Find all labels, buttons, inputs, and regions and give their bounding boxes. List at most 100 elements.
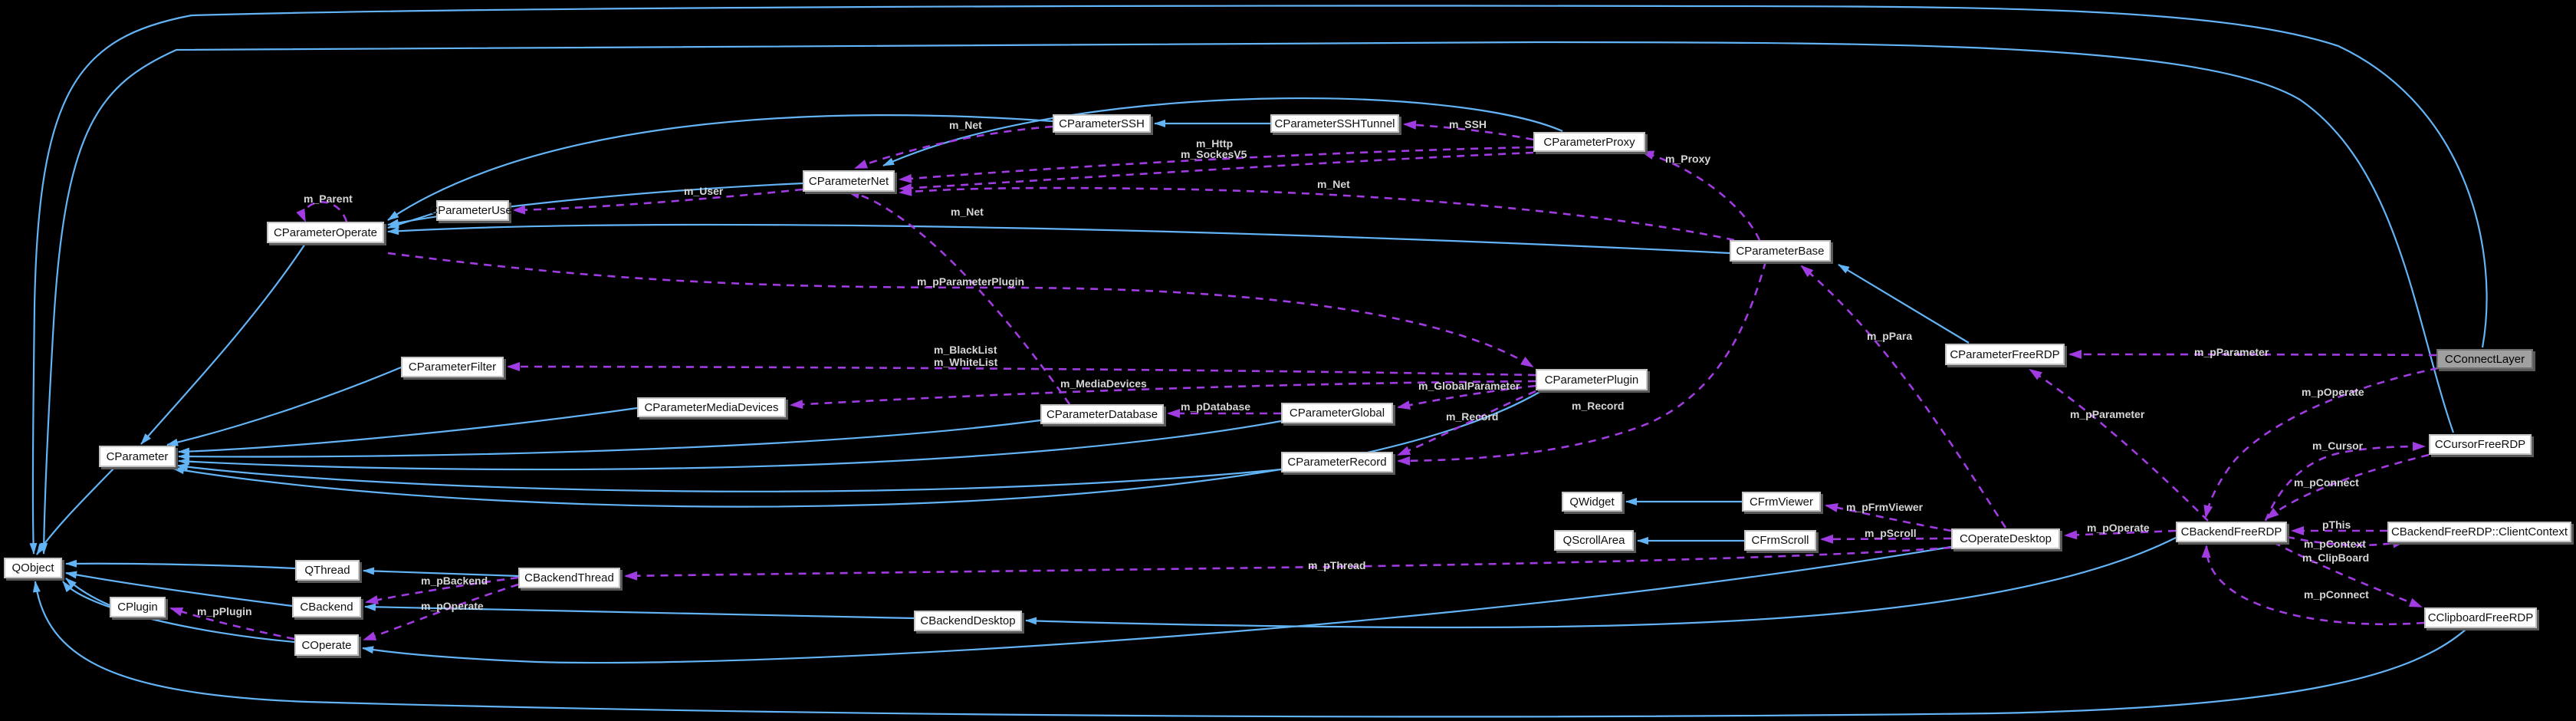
edge-inherit-cparameterfreerdp-to-cparameterbase	[1838, 264, 1970, 344]
edge-inherit-cparametermediadevices-to-cparameter	[178, 407, 638, 456]
edge-usage-coperatedesktop-to-cparameterbase	[1800, 265, 2007, 528]
edge-usage-cparameterplugin-to-cparameterrecord	[1397, 390, 1536, 456]
edge-inherit-cbackendthread-to-qthread	[363, 567, 519, 578]
node-cparametersshtunnel[interactable]: CParameterSSHTunnel	[1270, 114, 1399, 133]
edge-inherit-qthread-to-qobject	[65, 559, 296, 570]
edge-label-m_pparameter: m_pParameter	[2070, 408, 2145, 420]
edge-usage-cparameteroperate-to-cparameteroperate	[296, 201, 348, 222]
node-cparameterbase[interactable]: CParameterBase	[1730, 240, 1831, 262]
node-clientcontext[interactable]: CBackendFreeRDP::ClientContext	[2387, 522, 2571, 542]
edge-inherit-cparameternet-to-cparameteroperate	[387, 182, 803, 227]
node-coperatedesktop[interactable]: COperateDesktop	[1951, 528, 2060, 549]
node-cparameter[interactable]: CParameter	[99, 446, 176, 467]
edge-label-m_net: m_Net	[951, 206, 984, 218]
edge-usage-cparameterplugin-to-cparametermediadevices	[790, 380, 1536, 410]
edge-inherit-cparameterrecord-to-cparameter	[176, 463, 1282, 492]
node-cbackendthread[interactable]: CBackendThread	[518, 568, 620, 588]
node-cparameteruser[interactable]: CParameterUser	[429, 200, 516, 221]
edge-label-m_globalparameter: m_GlobalParameter	[1418, 380, 1520, 392]
edge-usage-cparameterplugin-to-cparameterfilter	[507, 362, 1536, 377]
node-cfrmviewer[interactable]: CFrmViewer	[1742, 492, 1821, 512]
edge-label-m_cursor: m_Cursor	[2312, 440, 2364, 452]
edge-inherit-coperatedesktop-to-coperate	[362, 545, 1952, 664]
edge-label-m_mediadevices: m_MediaDevices	[1060, 377, 1147, 390]
edge-inherit-cparameter-to-qobject	[36, 466, 116, 555]
edge-usage-cparameterdatabase-to-cparameternet	[846, 189, 1071, 405]
node-coperate[interactable]: COperate	[294, 634, 359, 656]
edge-label-m_poperate: m_pOperate	[2302, 386, 2364, 398]
node-cparameterglobal[interactable]: CParameterGlobal	[1281, 403, 1393, 423]
node-cparameteroperate[interactable]: CParameterOperate	[267, 222, 384, 243]
node-cplugin[interactable]: CPlugin	[110, 597, 166, 617]
node-cfrmscroll[interactable]: CFrmScroll	[1744, 530, 1816, 551]
edge-label-m_sockesv5: m_SockesV5	[1181, 148, 1247, 160]
edge-inherit-cparameterdatabase-to-cparameter	[178, 419, 1041, 461]
node-cparameterplugin[interactable]: CParameterPlugin	[1536, 369, 1648, 390]
edge-usage-cbackendthread-to-cbackend	[365, 576, 519, 604]
edge-label-m_proxy: m_Proxy	[1665, 153, 1710, 165]
edge-usage-cconnectlayer-to-cparameterfreerdp	[2068, 350, 2437, 360]
node-ccursorfreerdp[interactable]: CCursorFreeRDP	[2429, 434, 2532, 455]
edge-usage-cparameterproxy-to-cparameternet	[899, 146, 1534, 183]
edge-label-m_net: m_Net	[1317, 178, 1350, 190]
node-qwidget[interactable]: QWidget	[1562, 492, 1622, 512]
node-cparameterrecord[interactable]: CParameterRecord	[1281, 452, 1393, 472]
edge-usage-cbackendfreerdp-to-coperatedesktop	[2064, 529, 2177, 540]
edge-label-m_pscroll: m_pScroll	[1865, 527, 1917, 539]
edge-usage-cbackendfreerdp-to-clientcontext	[2286, 535, 2406, 548]
node-cbackenddesktop[interactable]: CBackendDesktop	[914, 611, 1022, 631]
edge-label-m_net: m_Net	[949, 119, 982, 131]
edge-label-m_record: m_Record	[1572, 400, 1624, 412]
edge-inherit-cbackend-to-qobject	[65, 571, 293, 607]
edge-inherit-cconnectlayer-to-qobject	[29, 5, 2488, 555]
edge-label-m_pdatabase: m_pDatabase	[1181, 400, 1250, 413]
edge-usage-cbackendfreerdp-to-ccursorfreerdp	[2264, 442, 2426, 522]
edge-inherit-cparameterfilter-to-cparameter	[166, 366, 402, 446]
edge-inherit-cclipboardfreerdp-to-qobject	[32, 581, 2468, 718]
edge-label-pthis: pThis	[2322, 519, 2351, 531]
edge-usage-cparameterproxy-to-cparametersshtunnel	[1403, 120, 1534, 141]
edge-label-m_record: m_Record	[1446, 410, 1498, 423]
node-cparameterfilter[interactable]: CParameterFilter	[401, 357, 504, 377]
edge-usage-cparameterplugin-to-cparameterglobal	[1397, 384, 1536, 410]
edge-label-m_ssh: m_SSH	[1449, 118, 1487, 130]
edge-inherit-cparameterglobal-to-cparameter	[178, 420, 1282, 471]
node-cbackend[interactable]: CBackend	[292, 597, 361, 617]
node-cparameterfreerdp[interactable]: CParameterFreeRDP	[1945, 344, 2065, 365]
edge-label-m_pparameterplugin: m_pParameterPlugin	[917, 275, 1024, 288]
edge-label-m_pplugin: m_pPlugin	[197, 605, 252, 617]
edge-usage-coperatedesktop-to-cfrmviewer	[1825, 503, 1952, 532]
node-cclipboardfreerdp[interactable]: CClipboardFreeRDP	[2424, 607, 2537, 628]
node-qscrollarea[interactable]: QScrollArea	[1554, 530, 1634, 551]
edge-label-m_pconnect: m_pConnect	[2294, 476, 2359, 489]
node-qobject[interactable]: QObject	[4, 558, 62, 578]
node-cparametermediadevices[interactable]: CParameterMediaDevices	[637, 397, 786, 417]
edge-inherit-coperate-to-qobject	[62, 581, 295, 644]
edge-label-m_parent: m_Parent	[304, 193, 353, 205]
edge-usage-cparameteroperate-to-cparameterplugin	[387, 252, 1534, 368]
edge-usage-cparameterbase-to-cparameterrecord	[1397, 261, 1767, 466]
node-cparameterssh[interactable]: CParameterSSH	[1053, 114, 1151, 133]
edge-label-m_whitelist: m_WhiteList	[934, 356, 998, 368]
node-cparameterproxy[interactable]: CParameterProxy	[1533, 132, 1645, 152]
edge-label-m_user: m_User	[684, 185, 724, 197]
edge-label-m_poperate: m_pOperate	[421, 600, 484, 612]
edge-label-m_blacklist: m_BlackList	[934, 344, 997, 356]
node-cbackendfreerdp[interactable]: CBackendFreeRDP	[2176, 522, 2287, 542]
edge-label-m_pthread: m_pThread	[1308, 559, 1365, 571]
edge-label-m_http: m_Http	[1196, 137, 1233, 150]
edge-label-m_ppara: m_pPara	[1867, 330, 1912, 342]
edge-label-m_pconnect: m_pConnect	[2304, 588, 2369, 601]
node-cconnectlayer[interactable]: CConnectLayer	[2436, 349, 2533, 369]
edge-inherit-cparameteroperate-to-cparameter	[140, 243, 306, 445]
node-cparameterdatabase[interactable]: CParameterDatabase	[1040, 404, 1164, 424]
edge-usage-cparameterbase-to-cparameterproxy	[1641, 150, 1761, 241]
edge-label-m_pparameter: m_pParameter	[2194, 346, 2269, 358]
edge-label-m_poperate: m_pOperate	[2087, 522, 2150, 534]
edge-inherit-cparameterplugin-to-cparameter	[172, 390, 1542, 508]
edge-inherit-cparameterssh-to-cparameteroperate	[387, 114, 1053, 221]
node-qthread[interactable]: QThread	[295, 560, 360, 581]
node-cparameternet[interactable]: CParameterNet	[803, 170, 895, 192]
